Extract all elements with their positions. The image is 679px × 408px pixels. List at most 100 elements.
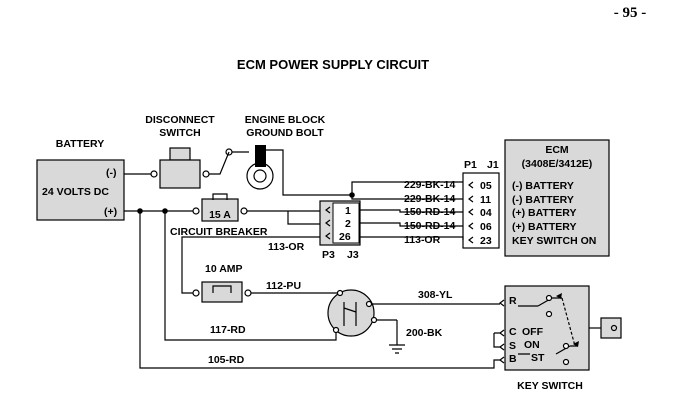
- breaker-15a-terminal-right: [240, 207, 248, 215]
- relay: [327, 289, 378, 337]
- key-switch-contact-dot-4: [562, 358, 570, 366]
- breaker-10a-terminal-left: [192, 289, 200, 297]
- disconnect-switch-body: [159, 159, 201, 189]
- key-switch-position-off: OFF: [522, 326, 544, 338]
- ground-bolt-stud: [255, 145, 266, 167]
- wire-label-113-or-ecm: 113-OR: [404, 234, 441, 246]
- disconnect-terminal-left: [150, 170, 158, 178]
- key-switch-contact-dot-2: [545, 310, 553, 318]
- key-switch-terminal-b: B: [509, 353, 517, 365]
- wire-breaker-to-connector: [247, 210, 320, 225]
- wire-label-229-bk-1: 229-BK-14: [404, 179, 456, 191]
- key-switch-contact-dot-3: [562, 342, 570, 350]
- wiring: [124, 149, 500, 369]
- breaker-15a-element: [212, 193, 228, 200]
- ecm-pin-label-3: (+) BATTERY: [512, 207, 576, 219]
- wire-label-200-bk: 200-BK: [406, 327, 443, 339]
- key-switch-label: KEY SWITCH: [517, 380, 583, 392]
- ecm-label-1: ECM: [545, 144, 569, 156]
- ground-bolt-washer: [246, 162, 274, 190]
- wire-ground-to-ecm: [266, 149, 463, 196]
- relay-terminal-right-top: [365, 300, 373, 308]
- ecm-pin-4: 06: [480, 221, 492, 233]
- key-switch-terminal-s: S: [509, 340, 516, 352]
- battery-neg-label: (-): [106, 167, 117, 179]
- connector-pin-contacts: [325, 206, 331, 240]
- ecm-pin-2: 11: [480, 194, 491, 206]
- wire-117-rd: [164, 211, 337, 341]
- ecm-module: ECM (3408E/3412E) P1 J1 05 11 04 06 23 (…: [462, 139, 610, 257]
- wire-113-or: [181, 236, 320, 294]
- ecm-pin-label-5: KEY SWITCH ON: [512, 235, 596, 247]
- wire-150-rd-1: [360, 209, 463, 213]
- key-switch-contact-dot-1: [545, 294, 553, 302]
- disconnect-switch: DISCONNECT SWITCH: [145, 114, 215, 189]
- ecm-pin-label-4: (+) BATTERY: [512, 221, 576, 233]
- ground-symbol: [389, 320, 405, 354]
- key-switch-terminal-marks: [499, 299, 505, 364]
- wire-105-rd: [139, 211, 500, 369]
- breaker-15a-rating: 15 A: [209, 209, 231, 221]
- connector-p3-label: P3: [322, 249, 335, 261]
- breaker-15a-body: [201, 198, 239, 222]
- wire-label-117-rd: 117-RD: [210, 324, 246, 336]
- ground-bolt-hole: [253, 169, 267, 183]
- battery-box: [36, 159, 125, 221]
- wire-label-308-yl: 308-YL: [418, 289, 453, 301]
- connector-p3-j3: 1 2 26 P3 J3: [319, 200, 361, 261]
- battery-voltage: 24 VOLTS DC: [42, 186, 109, 198]
- disconnect-switch-label-2: SWITCH: [159, 127, 200, 139]
- key-switch-arrow-1: [556, 293, 562, 299]
- key-switch-arrow-2: [573, 341, 579, 347]
- wire-150-rd-2: [360, 222, 463, 227]
- relay-terminal-left: [332, 326, 340, 334]
- wire-label-113-or-breaker: 113-OR: [268, 241, 305, 253]
- battery-label: BATTERY: [56, 138, 104, 150]
- relay-contacts: [343, 302, 357, 326]
- battery: BATTERY 24 VOLTS DC (-) (+): [36, 138, 125, 221]
- wire-key-switch-jumper: [493, 332, 500, 348]
- battery-pos-label: (+): [104, 206, 117, 218]
- junction-ground: [349, 192, 355, 198]
- breaker-10a-label: 10 AMP: [205, 263, 243, 275]
- wire-113-or-ecm: [360, 236, 464, 240]
- key-switch: R C S B OFF ON ST KEY SWITCH: [499, 285, 622, 392]
- ecm-label-2: (3408E/3412E): [522, 158, 593, 170]
- circuit-breaker-10a: 10 AMP: [192, 263, 252, 303]
- key-switch-position-st: ST: [531, 352, 545, 364]
- key-switch-terminal-r: R: [509, 295, 517, 307]
- ecm-pin-3: 04: [480, 207, 492, 219]
- ground-bolt-label-1: ENGINE BLOCK: [245, 114, 326, 126]
- wire-label-112-pu: 112-PU: [266, 280, 301, 292]
- ecm-pin-label-2: (-) BATTERY: [512, 194, 574, 206]
- connector-pin-2: 2: [345, 218, 351, 230]
- key-switch-position-on: ON: [524, 339, 540, 351]
- breaker-10a-body: [201, 281, 243, 303]
- ecm-j1-label: J1: [487, 159, 499, 171]
- breaker-15a-terminal-left: [192, 207, 200, 215]
- wire-label-105-rd: 105-RD: [208, 354, 245, 366]
- disconnect-switch-label-1: DISCONNECT: [145, 114, 215, 126]
- breaker-15a-label: CIRCUIT BREAKER: [170, 226, 268, 238]
- circuit-breaker-15a: 15 A CIRCUIT BREAKER: [170, 193, 268, 238]
- page-number: - 95 -: [614, 5, 647, 21]
- connector-pin-26: 26: [339, 231, 351, 243]
- disconnect-switch-cap: [169, 147, 191, 161]
- ecm-box: [504, 139, 610, 257]
- relay-terminal-right: [370, 316, 378, 324]
- breaker-10a-terminal-right: [244, 289, 252, 297]
- ecm-p1-label: P1: [464, 159, 477, 171]
- ecm-pin-5: 23: [480, 235, 492, 247]
- connector-pin-1: 1: [345, 205, 351, 217]
- disconnect-terminal-right: [202, 170, 210, 178]
- ecm-pin-contacts: [468, 181, 474, 244]
- diagram-title: ECM POWER SUPPLY CIRCUIT: [237, 57, 429, 72]
- connector-j3-label: J3: [347, 249, 359, 261]
- key-switch-linkage: [561, 297, 576, 347]
- breaker-10a-element: [212, 285, 232, 293]
- ecm-pin-label-1: (-) BATTERY: [512, 180, 574, 192]
- ecm-pin-1: 05: [480, 180, 492, 192]
- relay-body: [327, 289, 375, 337]
- key-switch-key-hole: [610, 324, 618, 332]
